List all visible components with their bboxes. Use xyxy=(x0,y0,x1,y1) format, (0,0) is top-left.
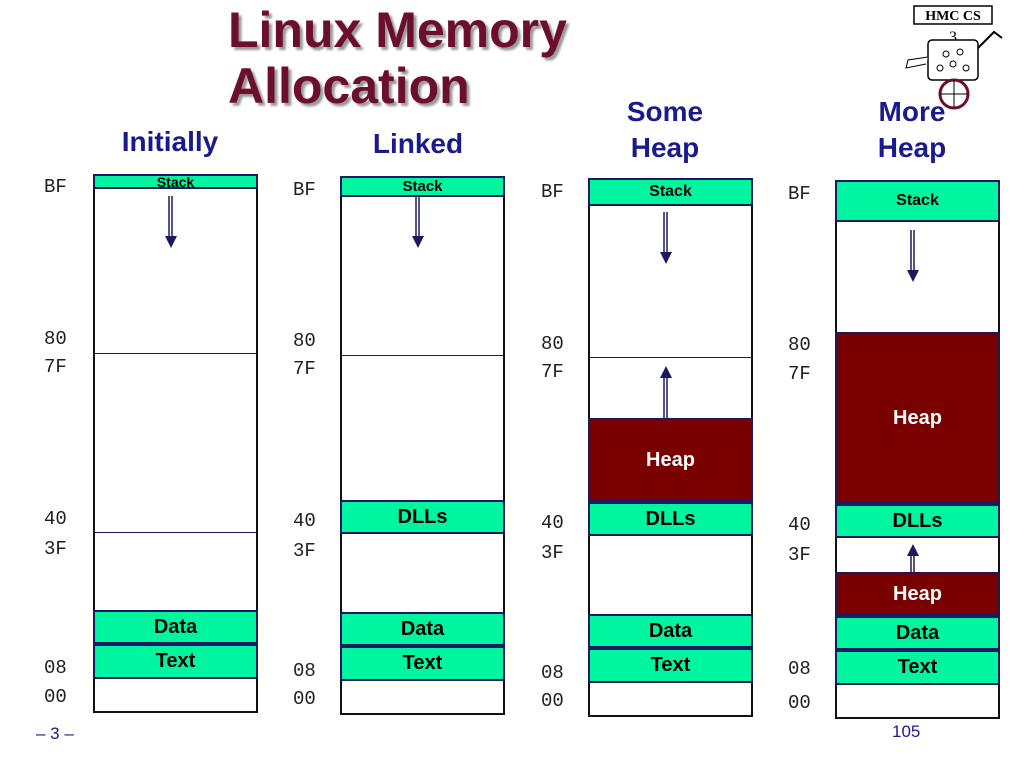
dlls-label: DLLs xyxy=(645,507,696,530)
page-number: 105 xyxy=(892,722,921,741)
address-7f: 7F xyxy=(293,358,316,380)
stack-region: Stack xyxy=(93,174,258,189)
title-line-2: Allocation xyxy=(228,58,470,114)
column-heading-initially: Initially xyxy=(121,126,219,157)
address-bf: BF xyxy=(788,183,811,205)
data-label: Data xyxy=(648,619,693,642)
heap-region-lower: Heap xyxy=(835,572,1000,616)
address-80: 80 xyxy=(541,333,564,355)
stack-label: Stack xyxy=(649,183,692,200)
address-08: 08 xyxy=(293,660,316,682)
address-3f: 3F xyxy=(44,538,67,560)
heap-label: Heap xyxy=(893,582,942,605)
text-region: Text xyxy=(588,648,753,683)
address-40: 40 xyxy=(44,508,67,530)
slide-title: Linux Memory Allocation xyxy=(228,2,628,114)
stack-growth-arrow-icon xyxy=(907,230,919,282)
data-region: Data xyxy=(835,616,1000,650)
heading-line: Heap xyxy=(877,132,947,163)
address-08: 08 xyxy=(788,658,811,680)
stack-label: Stack xyxy=(156,174,195,190)
text-label: Text xyxy=(650,654,691,676)
heap-label: Heap xyxy=(893,406,942,429)
title-line-1: Linux Memory xyxy=(228,2,567,58)
stack-growth-arrow-icon xyxy=(660,212,672,264)
address-40: 40 xyxy=(788,514,811,536)
data-region: Data xyxy=(588,614,753,648)
text-region: Text xyxy=(93,644,258,679)
boundary-line xyxy=(95,532,256,533)
address-3f: 3F xyxy=(293,540,316,562)
hmc-cs-logo-icon: HMC CS 3 xyxy=(905,5,1003,110)
stack-label: Stack xyxy=(896,192,939,209)
address-80: 80 xyxy=(44,328,67,350)
svg-text:HMC CS: HMC CS xyxy=(925,9,981,24)
address-3f: 3F xyxy=(541,542,564,564)
dlls-label: DLLs xyxy=(892,509,943,532)
address-40: 40 xyxy=(293,510,316,532)
text-label: Text xyxy=(402,652,443,674)
address-80: 80 xyxy=(788,334,811,356)
text-region: Text xyxy=(835,650,1000,685)
heap-region-upper: Heap xyxy=(835,332,1000,504)
svg-text:3: 3 xyxy=(949,29,957,46)
boundary-line xyxy=(342,355,503,356)
heading-line: Some xyxy=(626,96,704,127)
address-bf: BF xyxy=(293,179,316,201)
heap-region: Heap xyxy=(588,418,753,502)
heap-label: Heap xyxy=(646,448,695,471)
stack-growth-arrow-icon xyxy=(412,196,424,248)
address-00: 00 xyxy=(788,692,811,714)
dlls-region: DLLs xyxy=(588,502,753,536)
stack-label: Stack xyxy=(402,178,443,195)
address-bf: BF xyxy=(44,176,67,198)
address-00: 00 xyxy=(44,686,67,708)
address-7f: 7F xyxy=(541,361,564,383)
address-7f: 7F xyxy=(44,356,67,378)
address-08: 08 xyxy=(44,657,67,679)
heap-growth-arrow-icon xyxy=(907,544,919,572)
heading-line: Heap xyxy=(630,132,700,163)
column-heading-more-heap: More Heap xyxy=(812,94,1012,166)
address-00: 00 xyxy=(541,690,564,712)
dlls-region: DLLs xyxy=(835,504,1000,538)
data-region: Data xyxy=(93,610,258,644)
address-00: 00 xyxy=(293,688,316,710)
address-08: 08 xyxy=(541,662,564,684)
address-7f: 7F xyxy=(788,363,811,385)
column-heading-linked: Linked xyxy=(372,128,464,159)
address-80: 80 xyxy=(293,330,316,352)
data-label: Data xyxy=(895,621,940,644)
dlls-region: DLLs xyxy=(340,500,505,534)
text-label: Text xyxy=(897,656,938,678)
stack-region: Stack xyxy=(340,176,505,197)
address-40: 40 xyxy=(541,512,564,534)
data-label: Data xyxy=(400,617,445,640)
boundary-line xyxy=(590,357,751,358)
stack-region: Stack xyxy=(835,180,1000,222)
heading-line: More xyxy=(878,96,946,127)
heap-growth-arrow-icon xyxy=(660,366,672,418)
column-heading-some-heap: Some Heap xyxy=(565,94,765,166)
text-label: Text xyxy=(155,650,196,672)
stack-region: Stack xyxy=(588,178,753,206)
text-region: Text xyxy=(340,646,505,681)
address-3f: 3F xyxy=(788,544,811,566)
data-region: Data xyxy=(340,612,505,646)
address-bf: BF xyxy=(541,181,564,203)
boundary-line xyxy=(95,353,256,354)
data-label: Data xyxy=(153,615,198,638)
dlls-label: DLLs xyxy=(397,505,448,528)
stack-growth-arrow-icon xyxy=(165,196,177,248)
slide-number: – 3 – xyxy=(36,724,74,743)
